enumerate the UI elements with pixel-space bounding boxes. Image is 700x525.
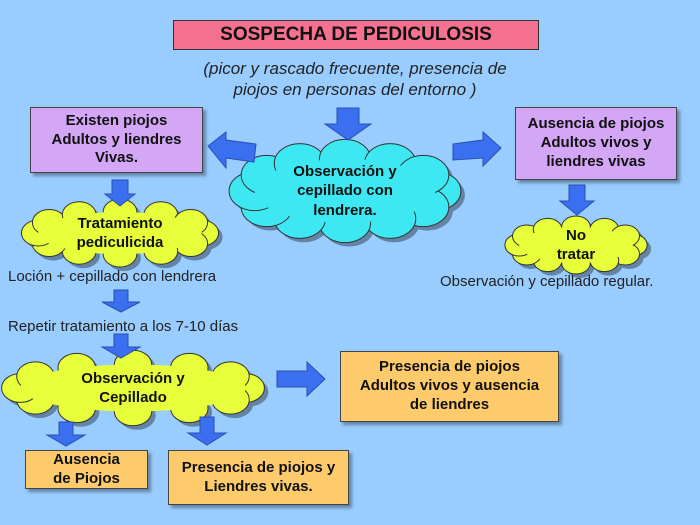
arrow-down-icon: [100, 333, 142, 359]
title-box: SOSPECHA DE PEDICULOSIS: [173, 20, 539, 50]
cloud-shape: [228, 138, 465, 247]
no-treat-cloud: No tratar: [504, 215, 652, 278]
center-cloud-text: Observación y cepillado con lendrera.: [293, 162, 397, 219]
regular-observation-text: Observación y cepillado regular.: [440, 273, 654, 290]
lotion-text: Loción + cepillado con lendrera: [8, 268, 217, 285]
observation-cloud-text: Observación y Cepillado: [81, 369, 185, 407]
treatment-cloud: Tratamiento pediculicida: [20, 198, 223, 272]
center-cloud: Observación y cepillado con lendrera.: [228, 138, 465, 247]
arrow-down-icon: [323, 107, 373, 141]
no-treat-cloud-text: No tratar: [556, 226, 596, 264]
treatment-cloud-text: Tratamiento pediculicida: [76, 214, 164, 252]
arrow-down-icon: [103, 179, 137, 207]
arrow-down-icon: [101, 289, 141, 313]
observation-cloud: Observación y Cepillado: [1, 349, 269, 430]
title-text: SOSPECHA DE PEDICULOSIS: [220, 24, 492, 46]
arrow-left-icon: [207, 130, 257, 170]
arrow-down-icon: [558, 184, 596, 216]
arrow-right-icon: [452, 130, 502, 168]
absence-box: Ausencia de Piojos: [25, 450, 148, 489]
arrow-down-icon: [45, 421, 87, 447]
cloud-shape: [504, 215, 652, 278]
adults-no-nits-box: Presencia de piojos Adultos vivos y ause…: [340, 351, 559, 422]
subtitle: (picor y rascado frecuente, presencia de…: [203, 59, 507, 100]
arrow-down-icon: [186, 416, 228, 446]
lice-absent-box: Ausencia de piojos Adultos vivos y liend…: [515, 107, 677, 180]
repeat-treatment-text: Repetir tratamiento a los 7-10 días: [8, 318, 239, 335]
lice-present-box: Existen piojos Adultos y liendres Vivas.: [30, 107, 203, 173]
arrow-right-icon: [276, 360, 326, 398]
lice-nits-box: Presencia de piojos y Liendres vivas.: [168, 450, 349, 505]
cloud-shape: [20, 198, 223, 272]
